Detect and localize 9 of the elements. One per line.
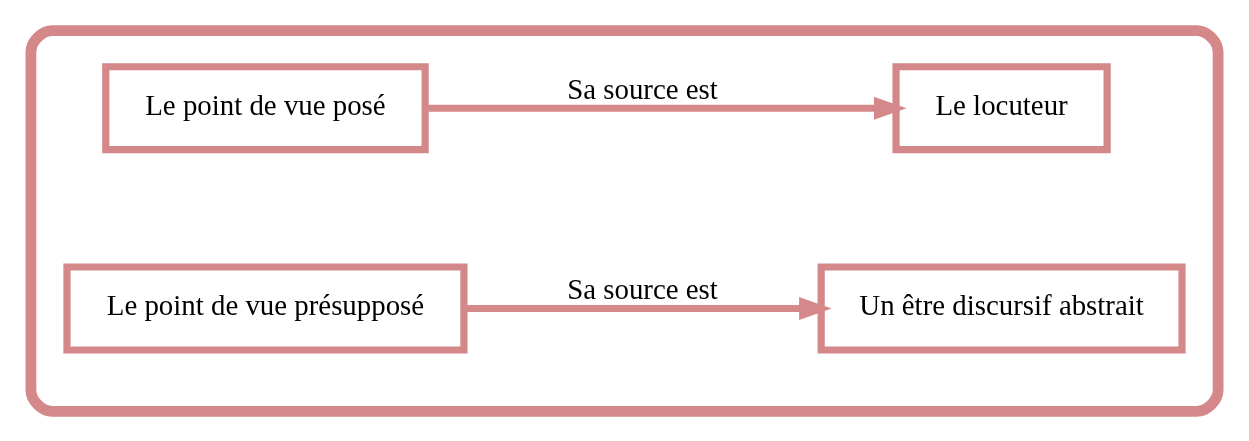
node-box: Le point de vue présupposé [63, 262, 468, 354]
node-box: Le point de vue posé [102, 62, 429, 153]
edge-label: Sa source est [567, 72, 718, 105]
node-box: Un être discursif abstrait [817, 262, 1186, 354]
arrow [464, 296, 832, 320]
edge-label: Sa source est [567, 272, 718, 305]
arrow [425, 96, 907, 120]
node-box: Le locuteur [892, 62, 1111, 153]
cluster [25, 24, 1224, 417]
